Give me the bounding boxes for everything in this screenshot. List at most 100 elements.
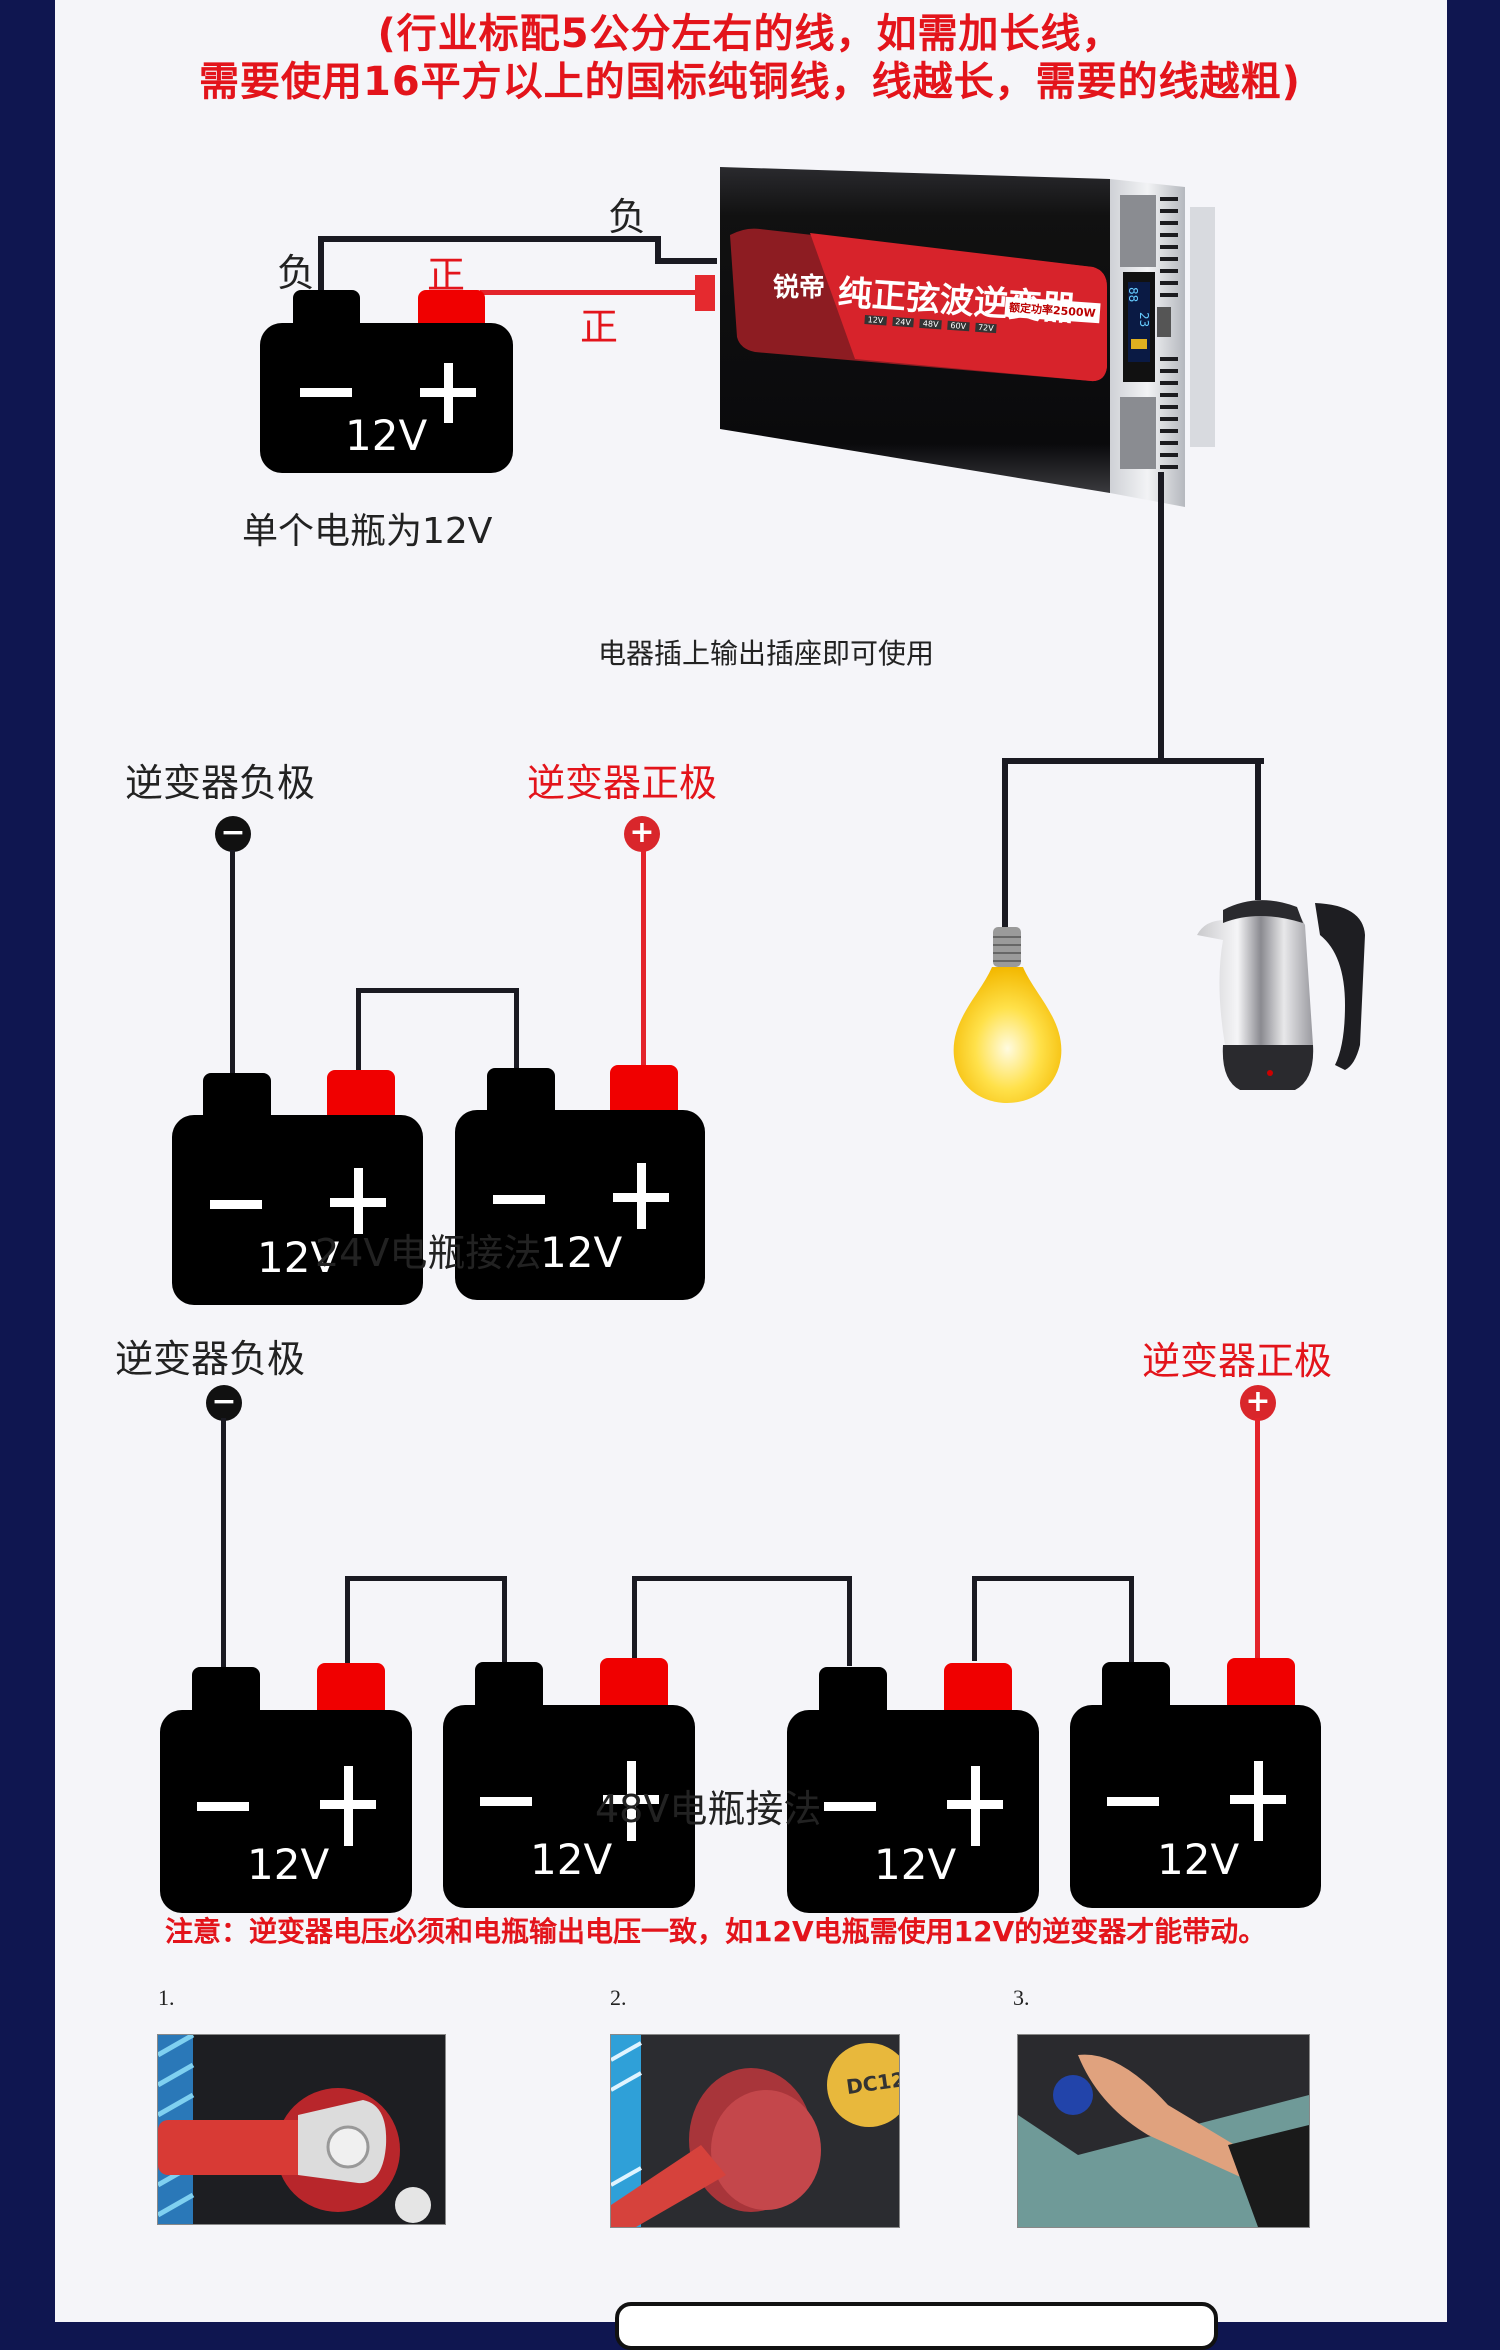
battery-positive-terminal	[418, 290, 485, 326]
battery-negative-terminal	[203, 1073, 271, 1118]
battery-body	[260, 323, 513, 473]
battery-48v-1: 12V	[160, 1663, 412, 1913]
48v-link-3-right	[1129, 1576, 1134, 1666]
battery-voltage: 12V	[874, 1840, 957, 1889]
inverter-negative-label: 负	[608, 195, 647, 239]
48v-negative-wire	[221, 1418, 226, 1678]
minus-sign	[300, 388, 352, 397]
voltage-option: 60V	[947, 320, 970, 332]
lcd-readout-2: 23	[1137, 312, 1151, 328]
step-2-number: 2.	[610, 1985, 627, 2010]
output-wire-branch	[1002, 758, 1264, 764]
battery-positive-terminal	[944, 1663, 1012, 1713]
battery-negative-terminal	[475, 1662, 543, 1708]
24v-caption: 24V电瓶接法	[315, 1231, 542, 1275]
minus-sign	[480, 1797, 532, 1806]
48v-link-2-top	[632, 1576, 852, 1581]
step-3-number: 3.	[1013, 1985, 1030, 2010]
plus-sign-v	[1254, 1761, 1263, 1841]
output-wire-kettle	[1255, 758, 1261, 900]
battery-positive-terminal	[600, 1658, 668, 1708]
negative-wire-inverter	[655, 258, 717, 264]
battery-voltage: 12V	[247, 1840, 330, 1889]
battery-voltage: 12V	[345, 411, 428, 460]
battery-negative-terminal	[819, 1667, 887, 1713]
48v-positive-wire	[1255, 1418, 1260, 1673]
battery-voltage: 12V	[257, 1233, 340, 1282]
24v-inverter-positive-label: 逆变器正极	[527, 761, 718, 805]
48v-link-3-left	[972, 1576, 977, 1661]
battery-body	[443, 1705, 695, 1908]
plus-sign-v	[637, 1163, 646, 1229]
voltage-notice: 注意：逆变器电压必须和电瓶输出电压一致，如12V电瓶需使用12V的逆变器才能带动…	[165, 1915, 1267, 1948]
48v-positive-terminal-icon: +	[1240, 1385, 1276, 1421]
minus-sign	[824, 1802, 876, 1811]
negative-wire-drop	[318, 236, 324, 292]
battery-positive-terminal	[317, 1663, 385, 1713]
24v-link-left	[356, 988, 361, 1073]
plus-sign-v	[627, 1761, 636, 1841]
battery-body	[455, 1110, 705, 1300]
header-line-1: (行业标配5公分左右的线，如需加长线，	[377, 11, 1123, 57]
positive-wire	[480, 290, 698, 295]
header-line-2: 需要使用16平方以上的国标纯铜线，线越长，需要的线越粗)	[199, 59, 1301, 105]
24v-link-top	[356, 988, 519, 993]
battery-positive-terminal	[327, 1070, 395, 1118]
battery-positive-terminal	[1227, 1658, 1295, 1708]
minus-sign	[1107, 1797, 1159, 1806]
inverter-positive-label: 正	[580, 305, 619, 349]
48v-link-1-right	[502, 1576, 507, 1666]
24v-negative-wire	[230, 850, 235, 1085]
48v-link-2-right	[847, 1576, 852, 1666]
output-wire-trunk	[1158, 472, 1164, 764]
step-3-photo	[1017, 2034, 1310, 2228]
battery-body	[160, 1710, 412, 1913]
battery-positive-terminal	[610, 1065, 678, 1113]
battery-negative-terminal	[192, 1667, 260, 1713]
battery-voltage: 12V	[540, 1228, 623, 1277]
24v-negative-terminal-icon: −	[215, 816, 251, 852]
battery-positive-label: 正	[427, 253, 466, 297]
battery-24v-2: 12V	[455, 1065, 705, 1300]
minus-sign	[197, 1802, 249, 1811]
voltage-option: 12V	[864, 315, 887, 326]
minus-sign	[210, 1200, 262, 1209]
single-battery-caption: 单个电瓶为12V	[242, 511, 493, 552]
battery-negative-label: 负	[277, 251, 316, 295]
step-1-photo	[157, 2034, 446, 2225]
48v-caption: 48V电瓶接法	[595, 1787, 822, 1831]
step-2-photo: DC12V	[610, 2034, 900, 2228]
negative-wire-step	[655, 236, 661, 263]
24v-inverter-negative-label: 逆变器负极	[125, 761, 316, 805]
battery-48v-4: 12V	[1070, 1658, 1321, 1908]
plus-sign-v	[354, 1168, 363, 1234]
battery-body	[1070, 1705, 1321, 1908]
48v-link-1-left	[345, 1576, 350, 1666]
inverter-brand: 锐帝	[773, 273, 826, 303]
battery-voltage: 12V	[530, 1835, 613, 1884]
lcd-readout-1: 88	[1126, 287, 1140, 303]
voltage-option: 48V	[919, 318, 942, 330]
negative-wire-top	[320, 236, 661, 242]
battery-48v-3: 12V	[787, 1663, 1039, 1913]
battery-24v-1: 12V	[172, 1070, 423, 1305]
battery-voltage: 12V	[1157, 1835, 1240, 1884]
voltage-option: 24V	[891, 316, 915, 328]
48v-negative-terminal-icon: −	[206, 1385, 242, 1421]
48v-link-1-top	[345, 1576, 507, 1581]
bottom-box	[615, 2302, 1218, 2350]
plus-sign-v	[344, 1766, 353, 1846]
48v-inverter-negative-label: 逆变器负极	[115, 1337, 306, 1381]
inverter-image: 锐帝 纯正弦波逆变器 额定功率2500W 12V 24V 48V 60V 72V…	[715, 167, 1215, 507]
battery-negative-terminal	[293, 290, 360, 326]
plus-sign-v	[444, 363, 453, 423]
battery-negative-terminal	[1102, 1662, 1170, 1708]
positive-clamp	[695, 275, 715, 311]
step-1-number: 1.	[158, 1985, 175, 2010]
battery-body	[172, 1115, 423, 1305]
battery-single: 12V	[260, 290, 513, 473]
battery-body	[787, 1710, 1039, 1913]
24v-positive-terminal-icon: +	[624, 816, 660, 852]
24v-positive-wire	[641, 850, 646, 1080]
battery-negative-terminal	[487, 1068, 555, 1113]
